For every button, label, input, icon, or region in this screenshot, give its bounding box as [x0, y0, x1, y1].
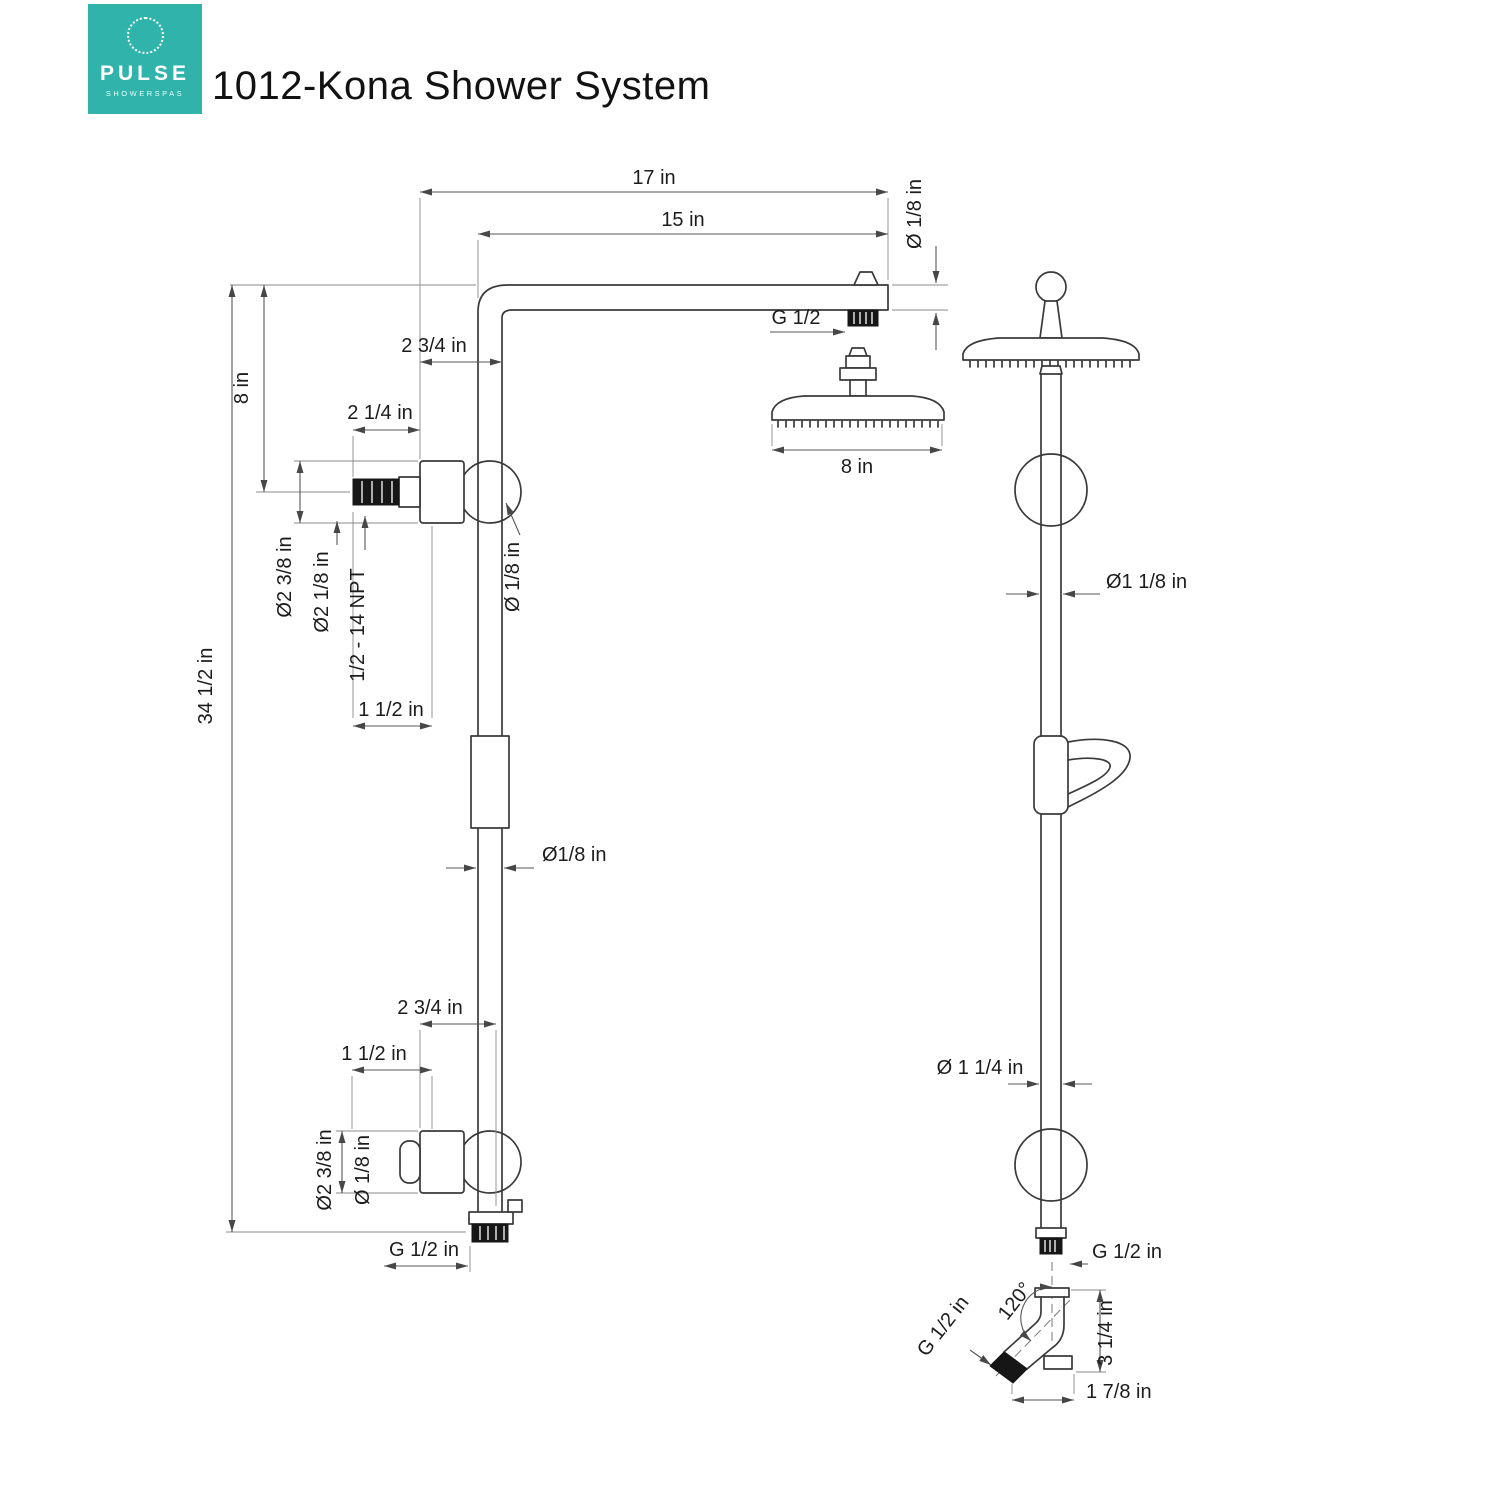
lower-mount-body — [419, 1130, 465, 1194]
page-title: 1012-Kona Shower System — [212, 64, 711, 108]
head-body — [771, 395, 945, 421]
dim-label-overall-height: 34 1/2 in — [195, 648, 217, 725]
elbow-foot — [1043, 1355, 1073, 1370]
brand-logo: PULSE SHOWERSPAS — [88, 4, 202, 114]
ball-joint — [1035, 271, 1067, 303]
handshower-holder-collar — [1033, 735, 1069, 815]
leader-pipe-dia-top — [505, 502, 521, 536]
slider-section — [470, 735, 510, 829]
dim-label-head-diameter: 8 in — [841, 456, 873, 478]
dim-label-collar-dia-top: Ø2 1/8 in — [311, 551, 333, 632]
dim-label-mount-dia-top: Ø2 3/8 in — [274, 536, 296, 617]
front-view-drawing — [352, 271, 889, 1243]
upper-mount-body — [419, 460, 465, 524]
dim-label-drop-height: 8 in — [231, 372, 253, 404]
side-view-drawing — [962, 271, 1140, 1255]
dim-arc-elbow-angle — [1019, 1283, 1053, 1342]
upper-mount-nipple — [398, 476, 421, 508]
showerhead-detail — [771, 347, 945, 428]
outlet-thread-side — [1039, 1237, 1063, 1255]
outlet-thread-hatch — [479, 1226, 505, 1240]
arm-end-thread — [847, 309, 879, 327]
upper-bracket-side — [1014, 453, 1088, 527]
dim-label-elbow-width: 1 7/8 in — [1086, 1381, 1152, 1403]
handshower-holder-hook — [1067, 738, 1131, 808]
outlet-step — [468, 1211, 514, 1225]
brand-name: PULSE — [99, 62, 190, 85]
head-stem-upper — [845, 355, 871, 369]
outlet-thread-side-hatch — [1044, 1240, 1056, 1252]
diverter-tab — [507, 1199, 523, 1213]
head-stem-collar — [839, 367, 877, 381]
head-side — [962, 337, 1140, 361]
dim-label-offset-bottom: 2 3/4 in — [397, 997, 463, 1019]
pipe-neck-side — [1039, 365, 1063, 375]
head-side-nozzles — [969, 360, 1131, 368]
dim-label-head-connection: G 1/2 — [772, 307, 821, 329]
head-stem-neck — [849, 379, 867, 397]
head-nozzles — [777, 420, 939, 428]
dim-label-elbow-height: 3 1/4 in — [1095, 1300, 1117, 1366]
dim-label-elbow-angle: 120° — [994, 1278, 1037, 1324]
dim-label-pipe-dia-top: Ø 1/8 in — [502, 542, 524, 612]
dim-label-arm-length: 15 in — [661, 209, 704, 231]
lower-wall-ring — [458, 1130, 522, 1194]
brand-subtitle: SHOWERSPAS — [105, 89, 185, 98]
arm-end-nub — [853, 271, 879, 286]
dim-label-outlet-side: G 1/2 in — [1092, 1241, 1162, 1263]
logo-sphere-icon — [126, 17, 164, 54]
outlet-thread — [471, 1223, 509, 1243]
extension-lines — [226, 198, 1106, 1394]
head-stem-cap — [848, 347, 868, 357]
dim-label-pipe-dia-side-bottom: Ø 1 1/4 in — [937, 1057, 1024, 1079]
dim-label-arm-overall: 17 in — [632, 167, 675, 189]
lower-mount-cap — [399, 1140, 421, 1184]
dim-label-mount-depth-bottom: 1 1/2 in — [341, 1043, 407, 1065]
dim-label-offset-top: 2 3/4 in — [401, 335, 467, 357]
upper-wall-ring — [458, 460, 522, 524]
hand-shower-elbow-detail — [989, 1262, 1073, 1384]
dim-label-arm-diameter: Ø 1/8 in — [904, 179, 926, 249]
dim-label-npt: 1/2 - 14 NPT — [347, 568, 369, 681]
outlet-step-side — [1035, 1227, 1067, 1239]
dim-label-pipe-dia-mid: Ø1/8 in — [542, 844, 606, 866]
lower-bracket-side — [1014, 1128, 1088, 1202]
leader-elbow-connection — [969, 1349, 992, 1366]
dim-label-nipple-length: 2 1/4 in — [347, 402, 413, 424]
dim-label-pipe-dia-side: Ø1 1/8 in — [1106, 571, 1187, 593]
dim-label-pipe-dia-bottom: Ø 1/8 in — [352, 1135, 374, 1205]
dim-label-mount-dia-bottom: Ø2 3/8 in — [314, 1129, 336, 1210]
elbow-thread — [989, 1351, 1028, 1384]
upper-npt-thread — [352, 478, 400, 506]
dim-label-elbow-connection: G 1/2 in — [913, 1292, 973, 1361]
dim-label-mount-depth-top: 1 1/2 in — [358, 699, 424, 721]
dim-label-outlet-front: G 1/2 in — [389, 1239, 459, 1261]
ball-neck — [1039, 300, 1063, 339]
upper-thread-hatch — [361, 481, 393, 503]
arm-thread-hatch — [853, 312, 873, 324]
